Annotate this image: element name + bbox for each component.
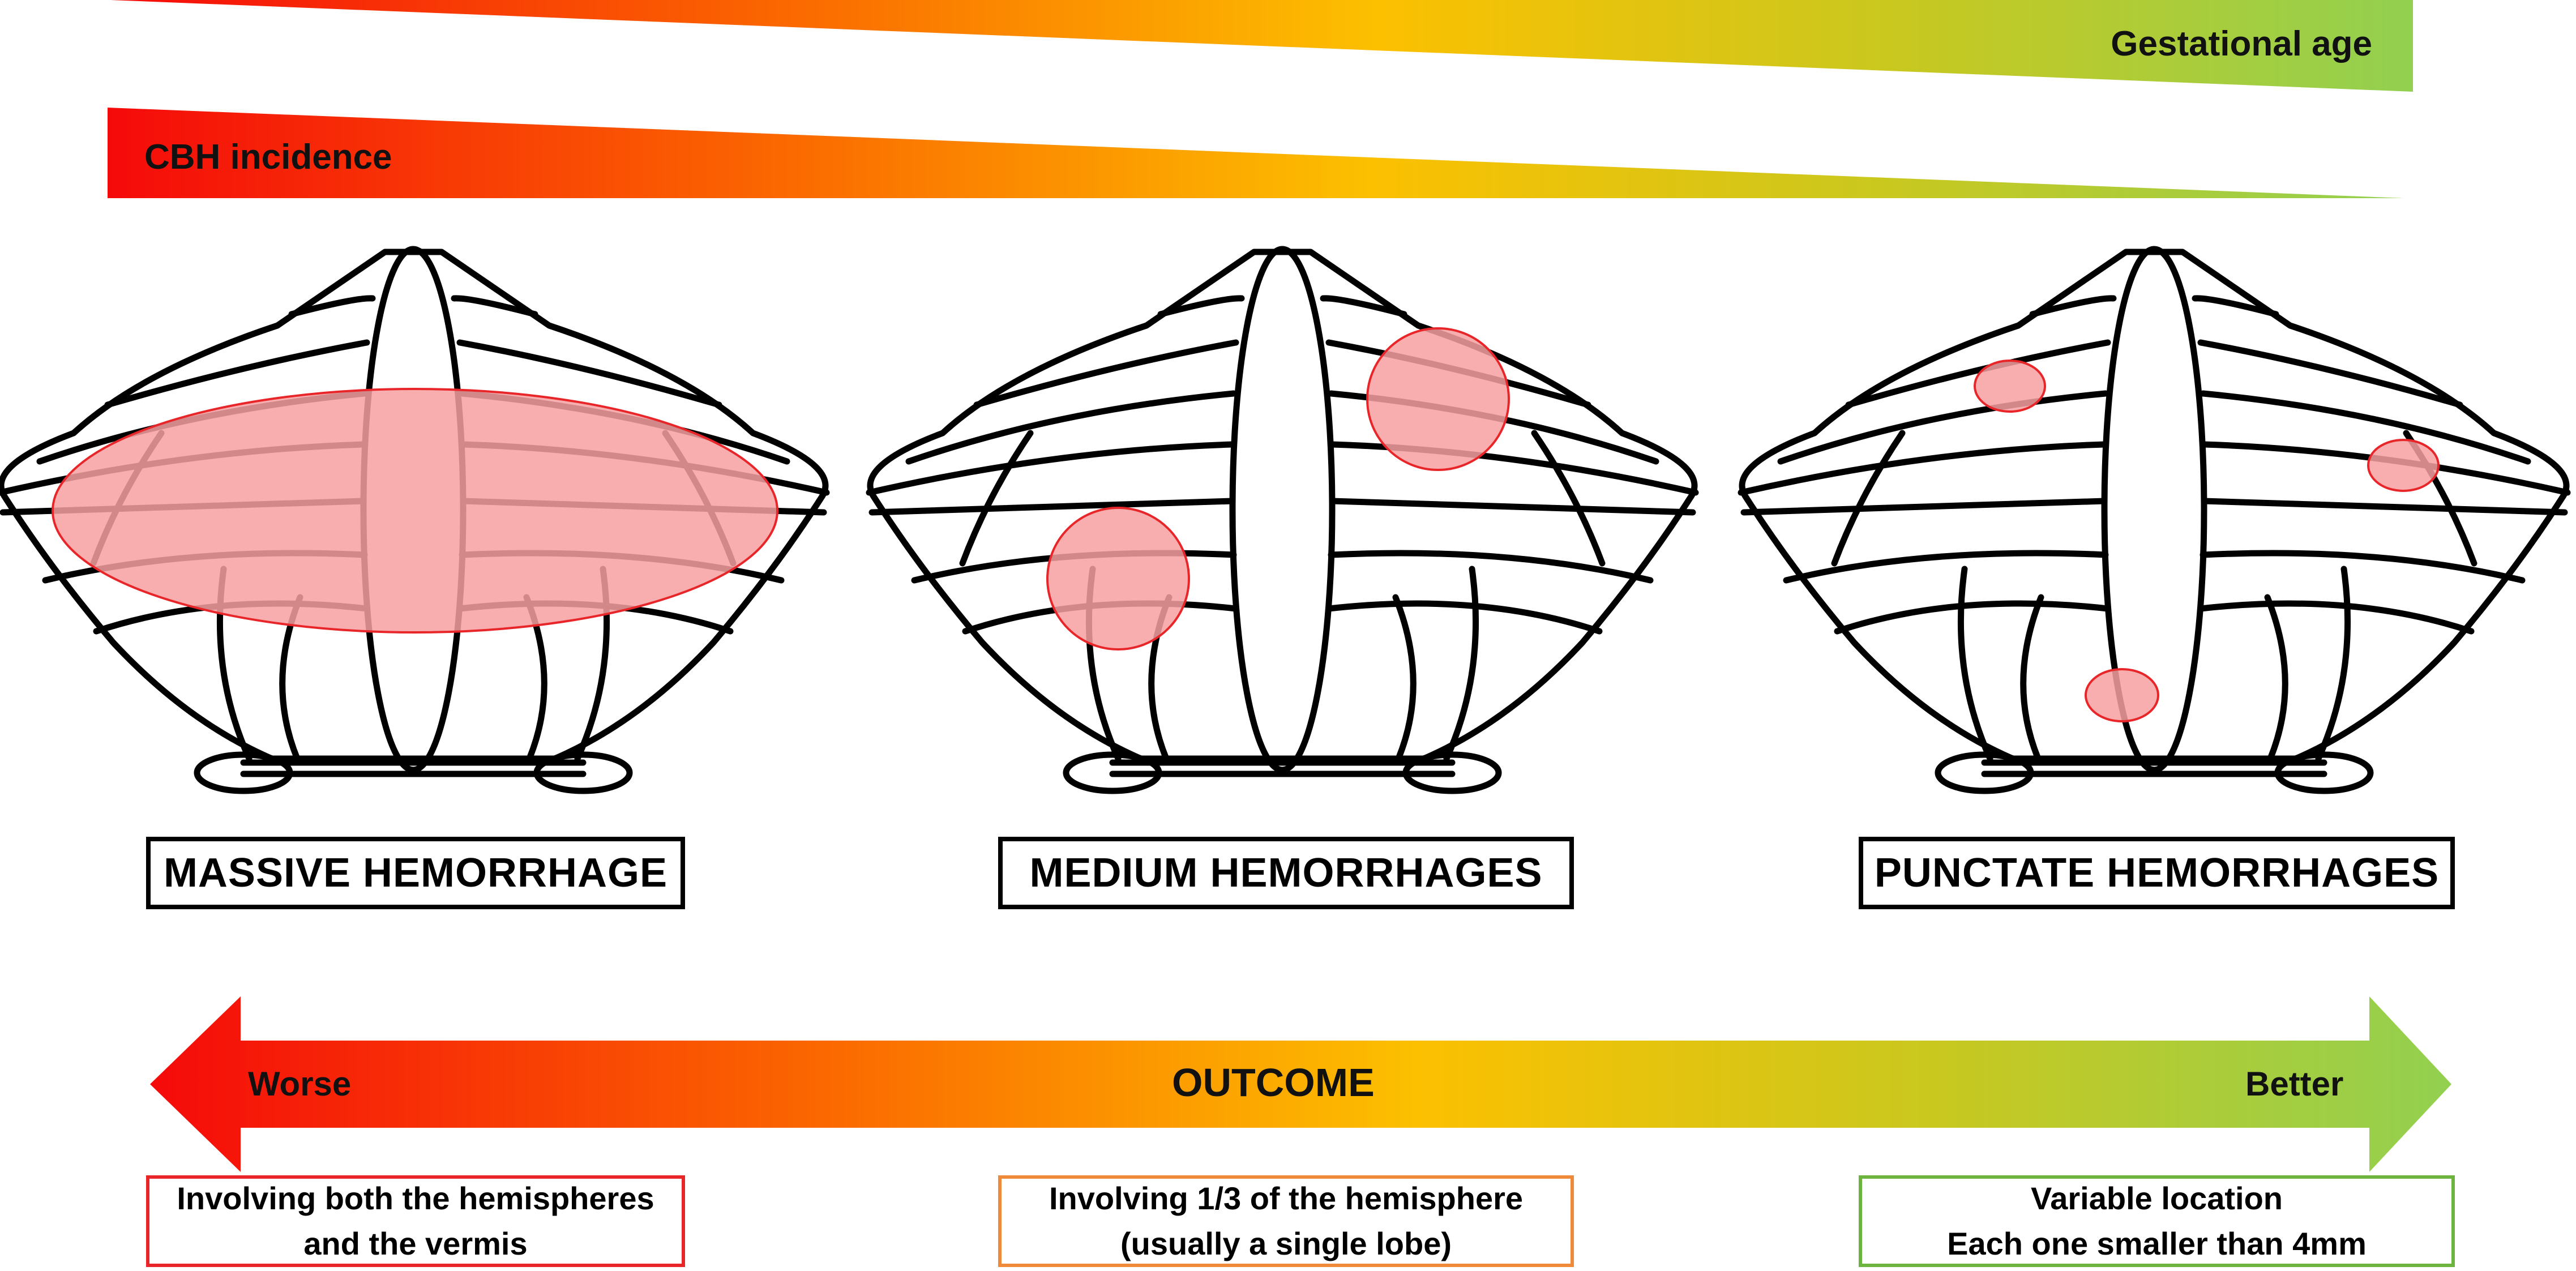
massive-hemorrhage-label: MASSIVE HEMORRHAGE <box>146 837 685 909</box>
massive-description-box: Involving both the hemispheres and the v… <box>146 1175 685 1267</box>
punctate-description-box: Variable location Each one smaller than … <box>1859 1175 2455 1267</box>
cerebellum-diagram-icon <box>1741 249 2568 791</box>
hemorrhage-spot-icon <box>1046 507 1190 651</box>
hemorrhage-spot-icon <box>2367 439 2440 492</box>
outcome-worse-label: Worse <box>248 1065 352 1103</box>
cbh-incidence-label: CBH incidence <box>144 138 392 177</box>
description-line: Involving both the hemispheres <box>177 1180 654 1216</box>
outcome-better-label: Better <box>2245 1065 2344 1103</box>
cerebellum-diagram-icon <box>869 249 1696 791</box>
gestational-age-bar <box>110 0 2413 92</box>
description-line: (usually a single lobe) <box>1120 1226 1452 1261</box>
description-line: Each one smaller than 4mm <box>1947 1226 2367 1261</box>
description-line: Involving 1/3 of the hemisphere <box>1049 1180 1524 1216</box>
hemorrhage-spot-icon <box>52 388 778 634</box>
hemorrhage-spot-icon <box>2085 668 2159 722</box>
cbh-incidence-bar <box>108 108 2403 198</box>
hemorrhage-spot-icon <box>1974 360 2046 413</box>
medium-hemorrhages-label: MEDIUM HEMORRHAGES <box>998 837 1574 909</box>
medium-description-box: Involving 1/3 of the hemisphere (usually… <box>998 1175 1574 1267</box>
outcome-title: OUTCOME <box>1172 1060 1375 1105</box>
punctate-hemorrhages-label: PUNCTATE HEMORRHAGES <box>1859 837 2455 909</box>
description-line: and the vermis <box>303 1226 528 1261</box>
hemorrhage-spot-icon <box>1366 327 1510 471</box>
description-line: Variable location <box>2030 1180 2283 1216</box>
outcome-arrow <box>150 996 2451 1172</box>
gestational-age-label: Gestational age <box>2111 24 2372 63</box>
